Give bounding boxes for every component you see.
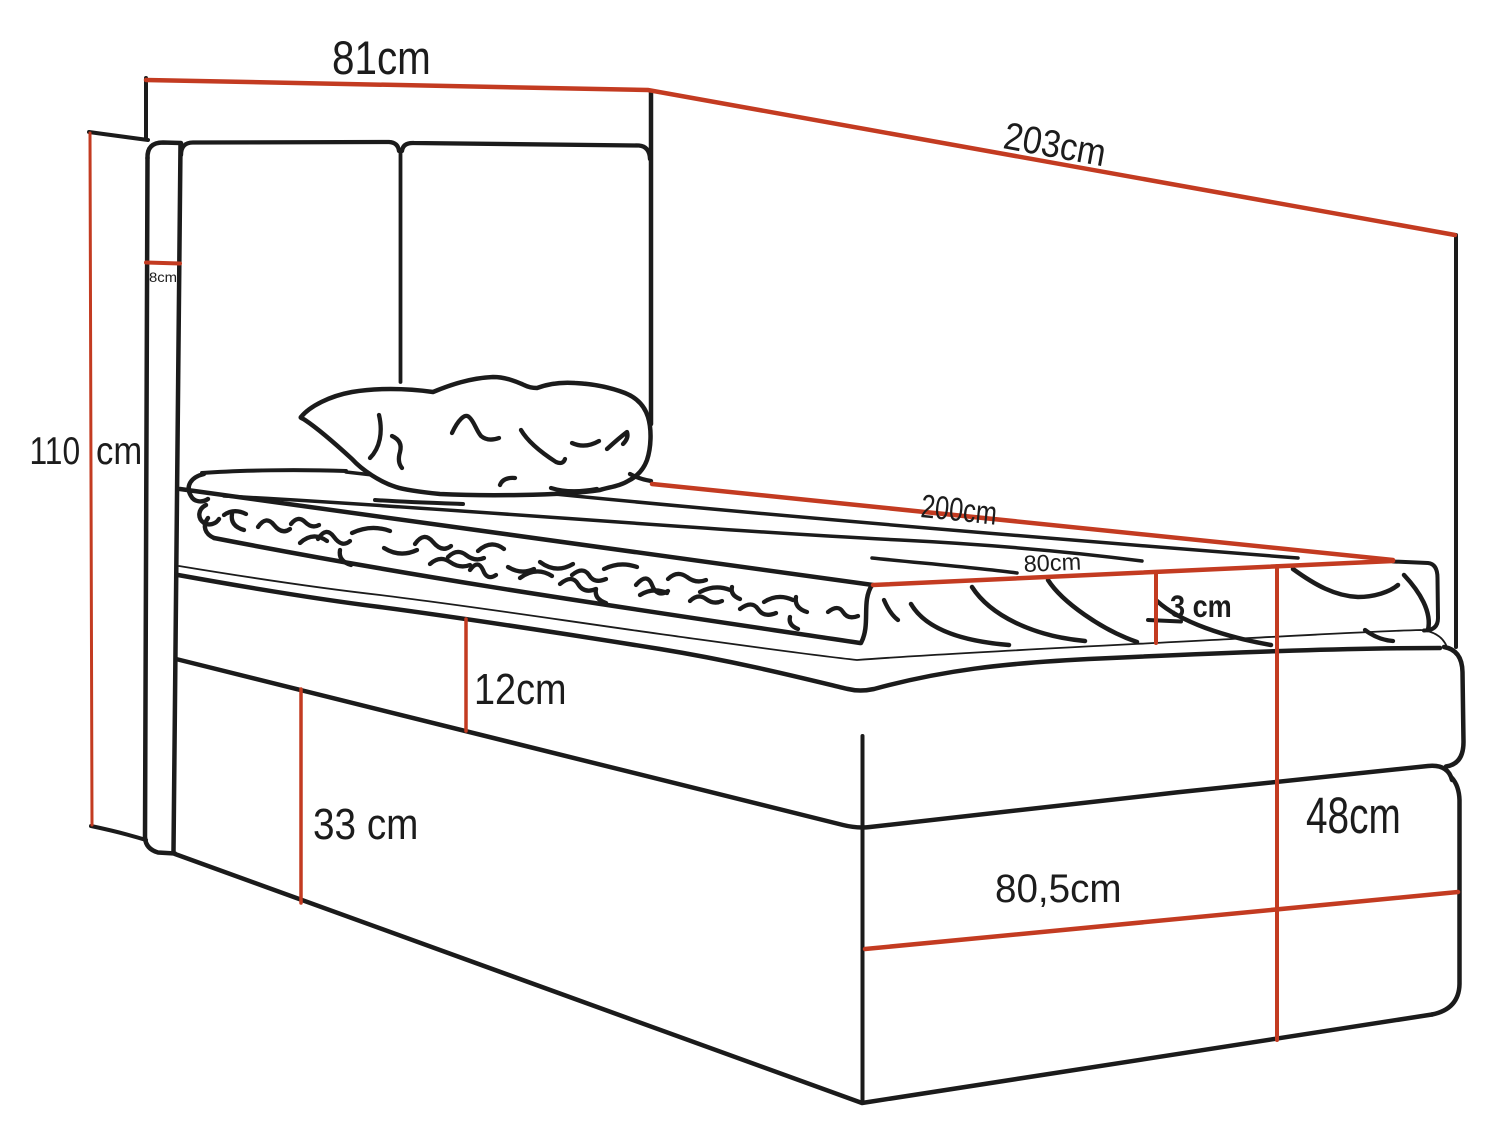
- svg-text:81cm: 81cm: [332, 32, 431, 85]
- svg-text:12cm: 12cm: [474, 664, 566, 713]
- svg-text:cm: cm: [96, 429, 142, 472]
- svg-text:110: 110: [30, 430, 81, 473]
- svg-text:80cm: 80cm: [1023, 549, 1082, 577]
- svg-text:80,5cm: 80,5cm: [995, 867, 1122, 911]
- svg-text:3 cm: 3 cm: [1170, 589, 1232, 624]
- svg-text:8cm: 8cm: [149, 271, 177, 286]
- svg-text:48cm: 48cm: [1306, 787, 1401, 844]
- svg-text:200cm: 200cm: [919, 488, 999, 532]
- svg-text:33 cm: 33 cm: [313, 799, 418, 849]
